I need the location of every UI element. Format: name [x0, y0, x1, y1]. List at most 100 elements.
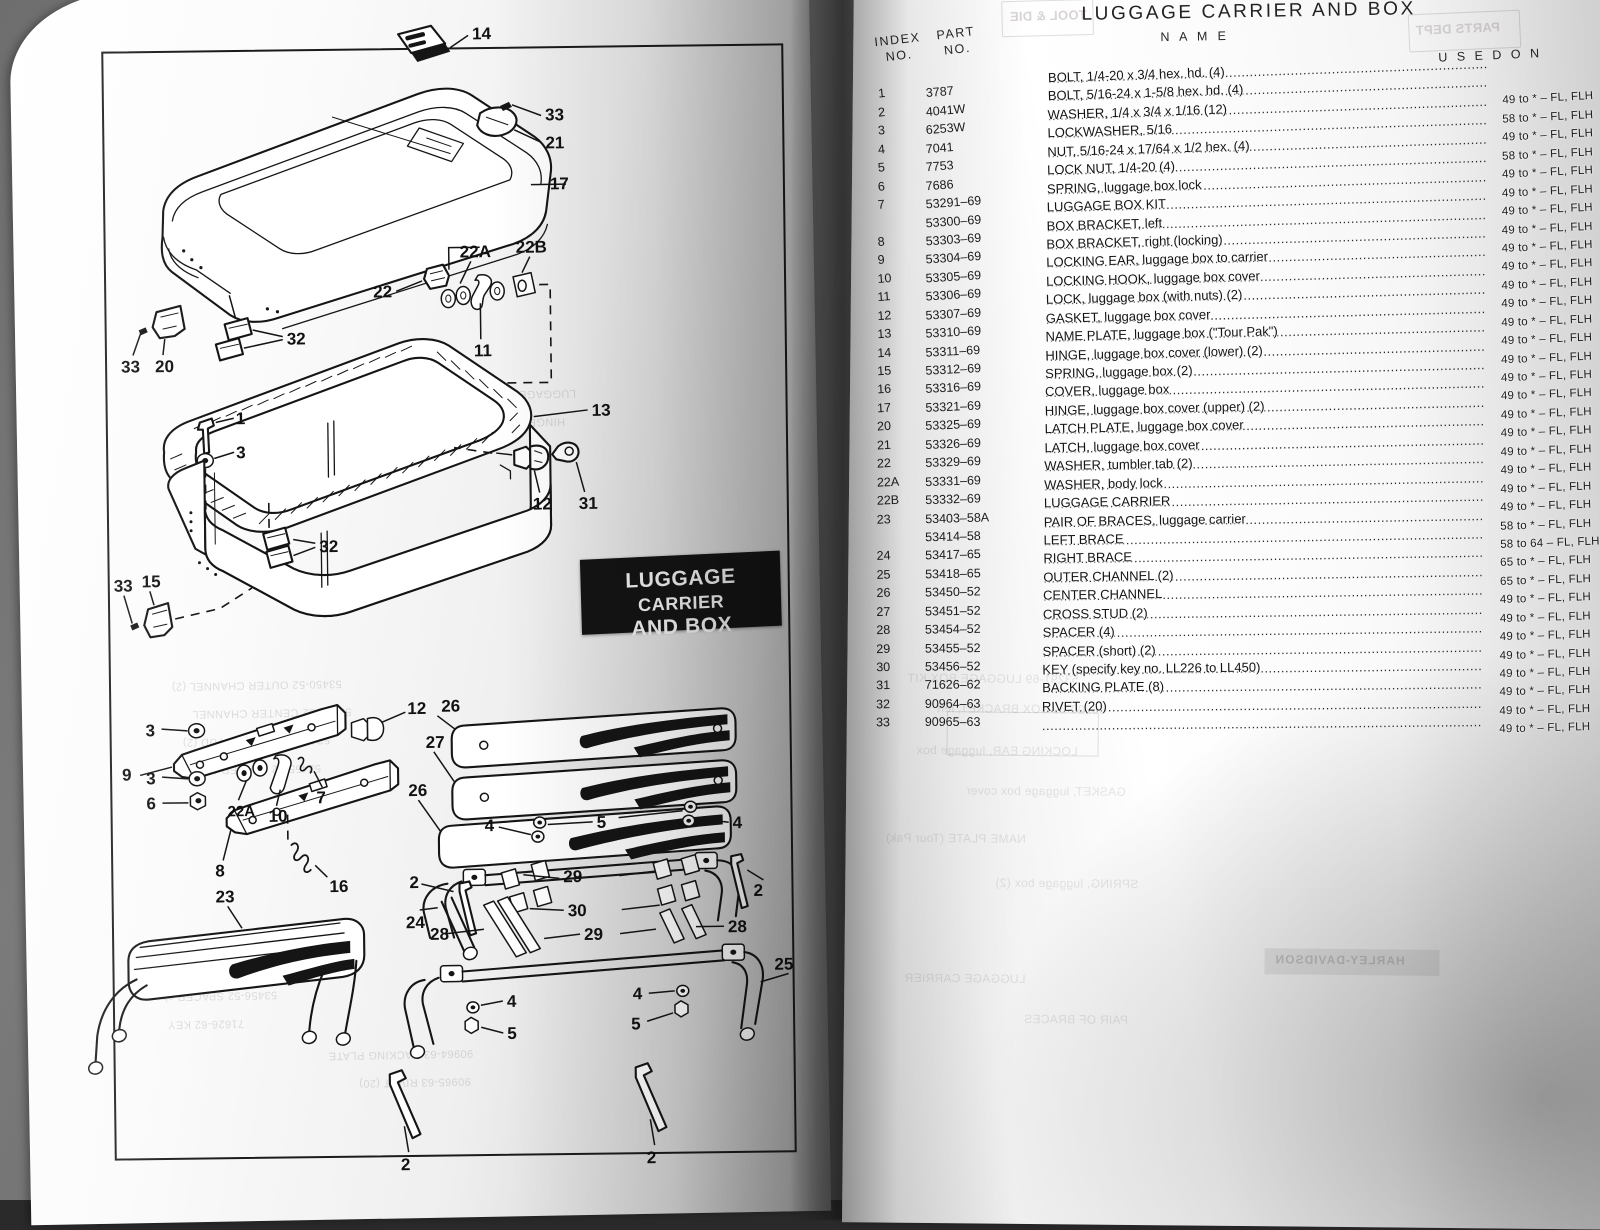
cell-used-on: 58 to * – FL, FLH [1500, 517, 1592, 533]
cell-used-on: 49 to * – FL, FLH [1500, 368, 1593, 385]
cell-used-on: 49 to * – FL, FLH [1499, 684, 1591, 699]
svg-text:12: 12 [407, 699, 426, 718]
svg-text:25: 25 [774, 954, 793, 973]
cell-index-no: 13 [876, 326, 892, 342]
cell-part-no: 90964–63 [924, 696, 981, 711]
cell-part-no: 53451–52 [924, 603, 981, 619]
cell-part-name: BACKING PLATE (8) [1042, 679, 1165, 696]
svg-text:30: 30 [568, 901, 587, 920]
cell-used-on: 49 to * – FL, FLH [1500, 387, 1593, 403]
cell-used-on: 49 to * – FL, FLH [1499, 591, 1592, 607]
svg-text:3: 3 [146, 769, 156, 788]
cell-index-no: 8 [877, 234, 886, 249]
svg-text:29: 29 [563, 867, 582, 886]
cell-used-on: 49 to * – FL, FLH [1500, 461, 1592, 477]
part-8-box-bracket-lower-rail: 8 [215, 759, 400, 881]
cell-index-no: 10 [877, 270, 892, 286]
left-page: 53450-52 OUTER CHANNEL (2) 53451-52 CENT… [8, 0, 832, 1226]
cell-part-name: SPACER (4) [1042, 624, 1115, 640]
cell-part-name: CROSS STUD (2) [1042, 605, 1148, 622]
svg-text:2: 2 [401, 1155, 411, 1174]
cell-used-on: 49 to * – FL, FLH [1499, 628, 1591, 644]
cell-used-on: 49 to * – FL, FLH [1499, 721, 1591, 736]
part-9-box-bracket-upper-rail: 9 [122, 703, 347, 785]
cell-used-on: 49 to * – FL, FLH [1501, 220, 1593, 237]
right-page: 53291-69 LUGGAGE BOX KIT 53300-69 BOX BR… [842, 0, 1600, 1230]
cell-index-no: 4 [877, 141, 886, 157]
svg-text:31: 31 [579, 494, 598, 513]
cell-index-no: 22 [876, 456, 892, 471]
column-header-name: N A M E [1160, 28, 1230, 45]
cell-index-no: 30 [876, 659, 891, 675]
cell-used-on: 58 to 64 – FL, FLH [1500, 535, 1600, 551]
cell-used-on: 49 to * – FL, FLH [1500, 405, 1593, 422]
part-17-hinge-upper: 17 [530, 174, 569, 193]
svg-text:3: 3 [145, 721, 155, 740]
cell-index-no: 32 [876, 697, 891, 712]
cell-used-on: 49 to * – FL, FLH [1499, 647, 1591, 662]
cell-index-no: 14 [876, 344, 892, 360]
svg-text:4: 4 [507, 992, 517, 1011]
cell-index-no: 2 [877, 104, 886, 120]
cell-used-on: 49 to * – FL, FLH [1500, 350, 1593, 366]
cell-used-on: 49 to * – FL, FLH [1501, 257, 1593, 274]
cell-part-no [926, 58, 1036, 68]
svg-text:2: 2 [409, 873, 419, 892]
svg-text:20: 20 [155, 357, 174, 376]
cell-index-no: 23 [876, 511, 891, 527]
showthrough-text: PAIR OF BRACES [1023, 1011, 1129, 1027]
cell-used-on: 65 to * – FL, FLH [1499, 554, 1592, 570]
svg-text:33: 33 [114, 577, 133, 596]
showthrough-text: SPRING, luggage box (2) [995, 875, 1139, 892]
cell-part-name: LUGGAGE CARRIER [1043, 493, 1171, 511]
cell-used-on: 49 to * – FL, FLH [1500, 480, 1592, 496]
cell-part-no: 53331–69 [925, 472, 982, 489]
cell-used-on: 49 to * – FL, FLH [1500, 424, 1592, 440]
cell-index-no: 25 [876, 567, 891, 582]
part-15-spring-bracket: 33 15 [114, 572, 253, 639]
cell-used-on: 49 to * – FL, FLH [1501, 313, 1593, 329]
svg-text:32: 32 [287, 329, 306, 348]
svg-text:11: 11 [474, 341, 492, 360]
parts-table: ........................................… [847, 56, 1600, 739]
cell-index-no: 1 [877, 86, 886, 102]
cell-used-on: 49 to * – FL, FLH [1500, 498, 1592, 514]
cell-part-name: LEFT BRACE [1043, 531, 1124, 548]
cell-used-on: 49 to * – FL, FLH [1501, 201, 1594, 218]
plate-title-block: LUGGAGE CARRIER AND BOX [579, 550, 782, 640]
cell-index-no: 27 [876, 604, 891, 619]
part-32-backing-plate-upper: 32 [214, 295, 306, 362]
cell-part-no: 53325–69 [925, 416, 982, 434]
cell-part-no: 53418–65 [924, 566, 981, 582]
svg-text:33: 33 [545, 105, 564, 124]
cell-used-on: 49 to * – FL, FLH [1500, 442, 1592, 459]
cell-part-name: LOCK, luggage box (with nuts) (2) [1045, 287, 1243, 308]
cell-index-no: 3 [877, 123, 886, 138]
cell-used-on: 58 to * – FL, FLH [1501, 146, 1594, 163]
cell-part-name: LATCH, luggage box cover [1044, 436, 1200, 455]
svg-text:22A: 22A [227, 803, 255, 820]
cell-part-no: 90965–63 [924, 715, 981, 730]
svg-text:3: 3 [236, 443, 246, 462]
svg-text:26: 26 [408, 781, 427, 800]
cell-part-no: 53450–52 [924, 584, 981, 600]
cell-part-no: 53454–52 [924, 621, 981, 637]
svg-text:22B: 22B [516, 237, 547, 256]
cell-part-name: BOX BRACKET, left [1046, 214, 1163, 234]
svg-text:10: 10 [268, 807, 287, 826]
cell-index-no: 33 [875, 715, 891, 730]
cell-used-on: 49 to * – FL, FLH [1501, 127, 1594, 144]
cell-part-no: 53417–65 [924, 547, 981, 563]
cell-part-name: RIVET (20) [1041, 698, 1107, 714]
cell-index-no: 9 [877, 252, 886, 268]
part-21-latch: 33 21 [476, 101, 564, 152]
cell-part-name: KEY (specify key no. LL226 to LL450) [1042, 659, 1261, 677]
exploded-diagram: .ln{fill:none;stroke:#151515;stroke-widt… [9, 0, 831, 1225]
svg-text:22A: 22A [460, 242, 491, 261]
fasteners-4-5: 4 5 4 [485, 800, 743, 843]
part-23-luggage-carrier: 23 [88, 887, 366, 1075]
svg-text:33: 33 [121, 357, 140, 376]
cell-index-no: 7 [877, 197, 886, 212]
svg-text:15: 15 [142, 572, 161, 591]
svg-text:7: 7 [316, 788, 326, 807]
